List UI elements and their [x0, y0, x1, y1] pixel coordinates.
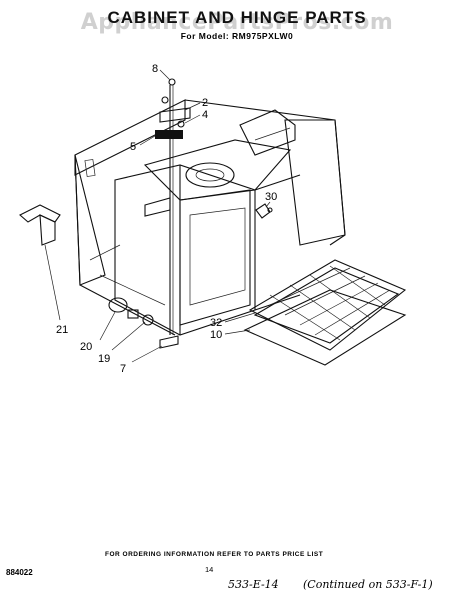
model-line: For Model: RM975PXLW0 [180, 31, 294, 41]
callout-labels: 8 2 4 5 30 21 32 10 20 19 7 [56, 63, 277, 375]
callout-30: 30 [265, 191, 277, 203]
watermark: AppliancePartsPros.com [80, 10, 394, 35]
page-title: CABINET AND HINGE PARTS [107, 8, 367, 27]
callout-4: 4 [202, 109, 208, 121]
callout-19: 19 [98, 353, 110, 365]
oven-rack [248, 259, 407, 351]
cavity-box [114, 109, 301, 336]
small-parts [108, 297, 154, 326]
bracket-part [19, 204, 61, 246]
handwritten-page-ref: 533-E-14 [228, 578, 279, 591]
floor-tray [243, 289, 407, 366]
callout-2: 2 [202, 97, 208, 109]
callout-20: 20 [80, 341, 92, 353]
callout-32: 32 [210, 317, 222, 329]
part-30 [255, 203, 273, 219]
hinge-assembly [144, 78, 191, 349]
callout-5: 5 [130, 141, 136, 153]
callout-8: 8 [152, 63, 158, 75]
page-number: 14 [205, 565, 214, 574]
document-code: 884022 [6, 568, 33, 577]
ordering-note: FOR ORDERING INFORMATION REFER TO PARTS … [105, 551, 324, 558]
callout-21: 21 [56, 324, 68, 336]
leader-lines [44, 69, 271, 363]
callout-7: 7 [120, 363, 126, 375]
handwritten-continued-note: (Continued on 533-F-1) [303, 578, 433, 591]
callout-10: 10 [210, 329, 222, 341]
